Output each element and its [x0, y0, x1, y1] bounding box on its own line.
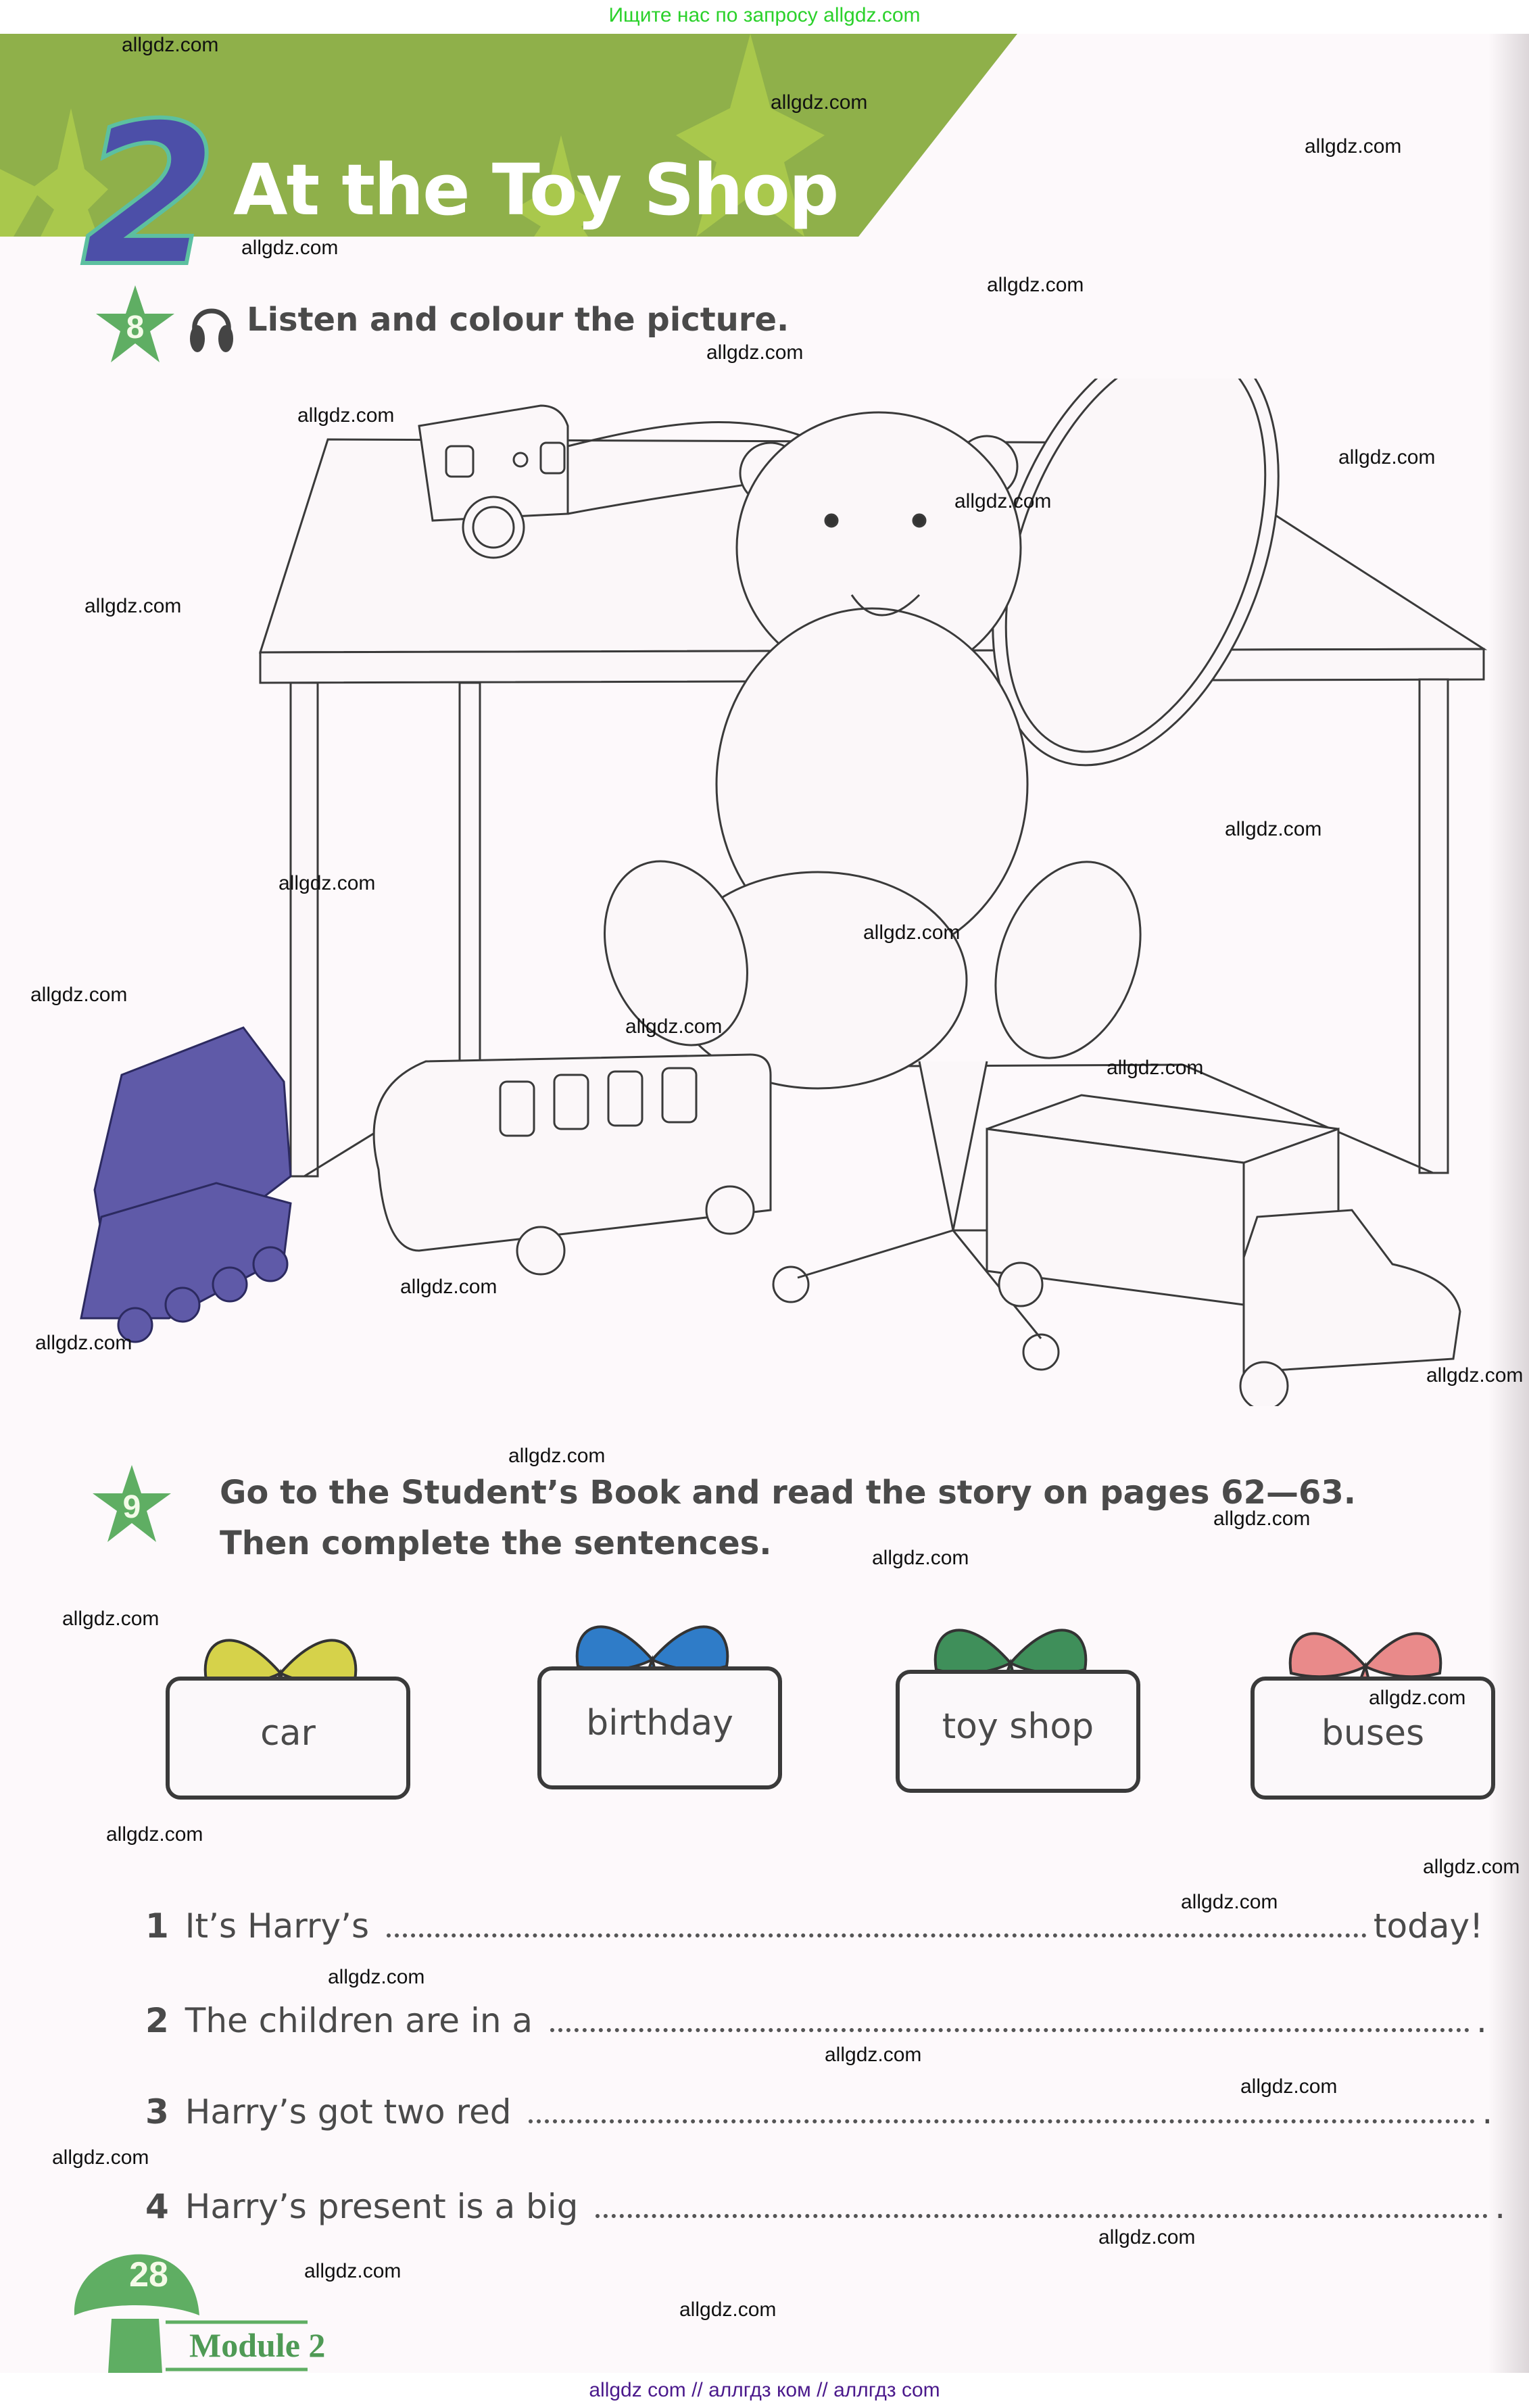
watermark-text: allgdz.com [706, 341, 804, 364]
answer-blank[interactable] [596, 2214, 1488, 2218]
answer-blank[interactable] [529, 2119, 1476, 2123]
watermark-text: allgdz.com [1098, 2226, 1196, 2248]
watermark-text: allgdz.com [1213, 1508, 1311, 1530]
unit-number: 2 [79, 82, 220, 310]
page-number: 28 [129, 2255, 168, 2294]
watermark-text: allgdz.com [35, 1332, 132, 1354]
watermark-text: allgdz.com [1225, 818, 1322, 840]
page-edge-shadow [1488, 34, 1529, 2373]
toy-shop-illustration [80, 379, 1487, 1406]
watermark-text: allgdz.com [987, 274, 1084, 296]
watermark-text: allgdz.com [52, 2146, 149, 2169]
watermark-text: allgdz.com [863, 921, 961, 944]
answer-blank[interactable] [550, 2028, 1470, 2032]
exercise-8-instruction: Listen and colour the picture. [247, 301, 790, 339]
page-title: At the Toy Shop [233, 149, 839, 231]
watermark-text: allgdz.com [1305, 135, 1402, 158]
mirror-drawing [772, 379, 1280, 1371]
watermark-text: allgdz.com [30, 984, 128, 1006]
exercise-8-badge: 8 [95, 284, 176, 368]
answer-blank[interactable] [386, 1933, 1367, 1937]
watermark-text: allgdz.com [872, 1547, 969, 1569]
watermark-text: allgdz.com [679, 2298, 777, 2321]
teddy-bear-drawing [604, 411, 1142, 1090]
watermark-text: allgdz.com [400, 1276, 497, 1298]
exercise-9-instruction-line1: Go to the Student’s Book and read the st… [220, 1474, 1357, 1512]
watermark-text: allgdz.com [1338, 446, 1436, 468]
watermark-text: allgdz.com [1423, 1856, 1520, 1878]
watermark-text: allgdz.com [1107, 1057, 1204, 1079]
bottom-banner[interactable]: allgdz com // аллгдз ком // аллгдз com [0, 2373, 1529, 2408]
module-label: Module 2 [189, 2326, 326, 2364]
star-icon [93, 1465, 171, 1542]
watermark-text: allgdz.com [304, 2260, 402, 2282]
exercise-number: 8 [126, 310, 145, 345]
exercise-9-badge: 9 [91, 1464, 172, 1548]
chapter-header-band [0, 34, 1017, 237]
watermark-text: allgdz.com [328, 1966, 425, 1988]
header-star-icon [676, 34, 825, 237]
star-icon [96, 285, 174, 362]
watermark-text: allgdz.com [278, 872, 376, 894]
exercise-number: 9 [122, 1489, 141, 1525]
mushroom-page-badge-icon [74, 2254, 308, 2373]
watermark-text: allgdz.com [84, 595, 182, 617]
watermark-text: allgdz.com [625, 1015, 723, 1038]
watermark-text: allgdz.com [297, 404, 395, 427]
toy-caravan-drawing [418, 404, 812, 559]
word-card-label: buses [1321, 1713, 1425, 1754]
watermark-text: allgdz.com [825, 2044, 922, 2066]
word-card-label: birthday [586, 1703, 733, 1743]
watermark-text: allgdz.com [1240, 2075, 1338, 2098]
watermark-text: allgdz.com [1181, 1891, 1278, 1913]
watermark-text: allgdz.com [508, 1445, 606, 1467]
word-card: birthday [537, 1606, 794, 1795]
word-card: toy shop [896, 1609, 1152, 1798]
word-card: car [166, 1619, 422, 1808]
headphones-icon [190, 308, 233, 352]
top-banner[interactable]: Ищите нас по запросу allgdz.com [0, 0, 1529, 34]
word-card-label: toy shop [942, 1706, 1094, 1747]
toy-lorry-drawing [986, 1094, 1461, 1406]
roller-skates-drawing [80, 1026, 292, 1343]
toy-bus-drawing [372, 1053, 772, 1276]
watermark-text: allgdz.com [771, 91, 868, 114]
watermark-text: allgdz.com [122, 34, 219, 56]
watermark-text: allgdz.com [954, 490, 1052, 512]
word-card-label: car [260, 1713, 316, 1754]
watermark-text: allgdz.com [1426, 1364, 1524, 1387]
watermark-text: allgdz.com [106, 1823, 203, 1846]
word-card: buses [1251, 1612, 1507, 1802]
watermark-text: allgdz.com [62, 1608, 160, 1630]
exercise-9-instruction-line2: Then complete the sentences. [220, 1524, 772, 1562]
watermark-text: allgdz.com [241, 237, 339, 259]
watermark-text: allgdz.com [1369, 1687, 1466, 1709]
